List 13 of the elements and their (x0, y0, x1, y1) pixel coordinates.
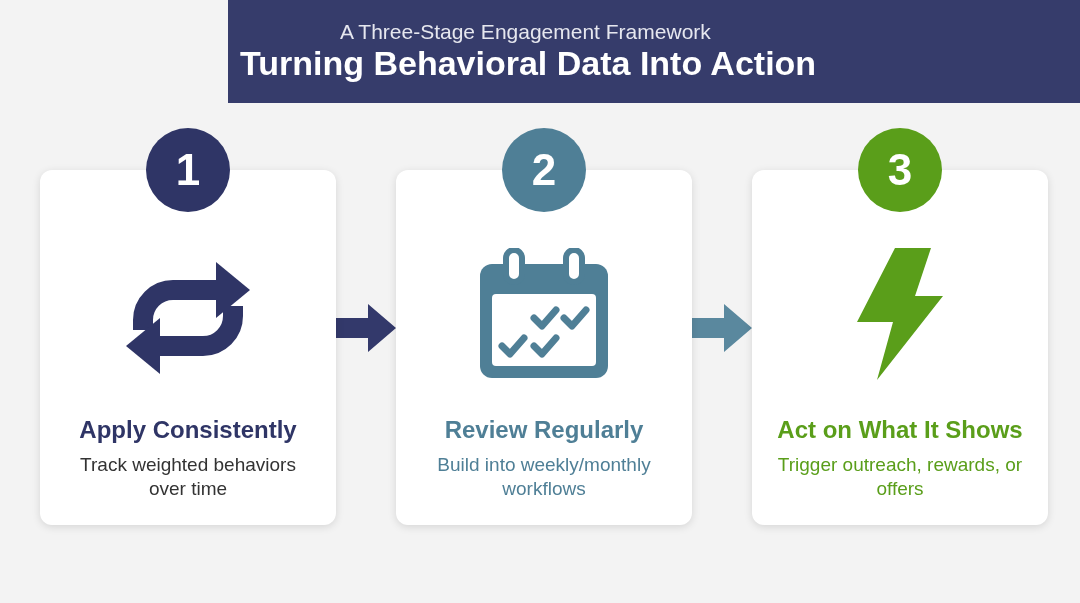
stage-description: Build into weekly/monthly workflows (436, 453, 652, 501)
step-number: 3 (858, 128, 942, 212)
subtitle: A Three-Stage Engagement Framework (340, 20, 711, 44)
stage-heading: Act on What It Shows (776, 416, 1024, 444)
arrow (336, 304, 396, 352)
stage-description: Trigger outreach, rewards, or offers (776, 453, 1024, 501)
arrow (692, 304, 752, 352)
step-number: 2 (502, 128, 586, 212)
title: Turning Behavioral Data Into Action (240, 44, 817, 83)
step-number: 1 (146, 128, 230, 212)
stage-description: Track weighted behaviors over time (79, 453, 297, 501)
stage-heading: Review Regularly (443, 416, 645, 444)
stage-heading: Apply Consistently (78, 416, 298, 444)
